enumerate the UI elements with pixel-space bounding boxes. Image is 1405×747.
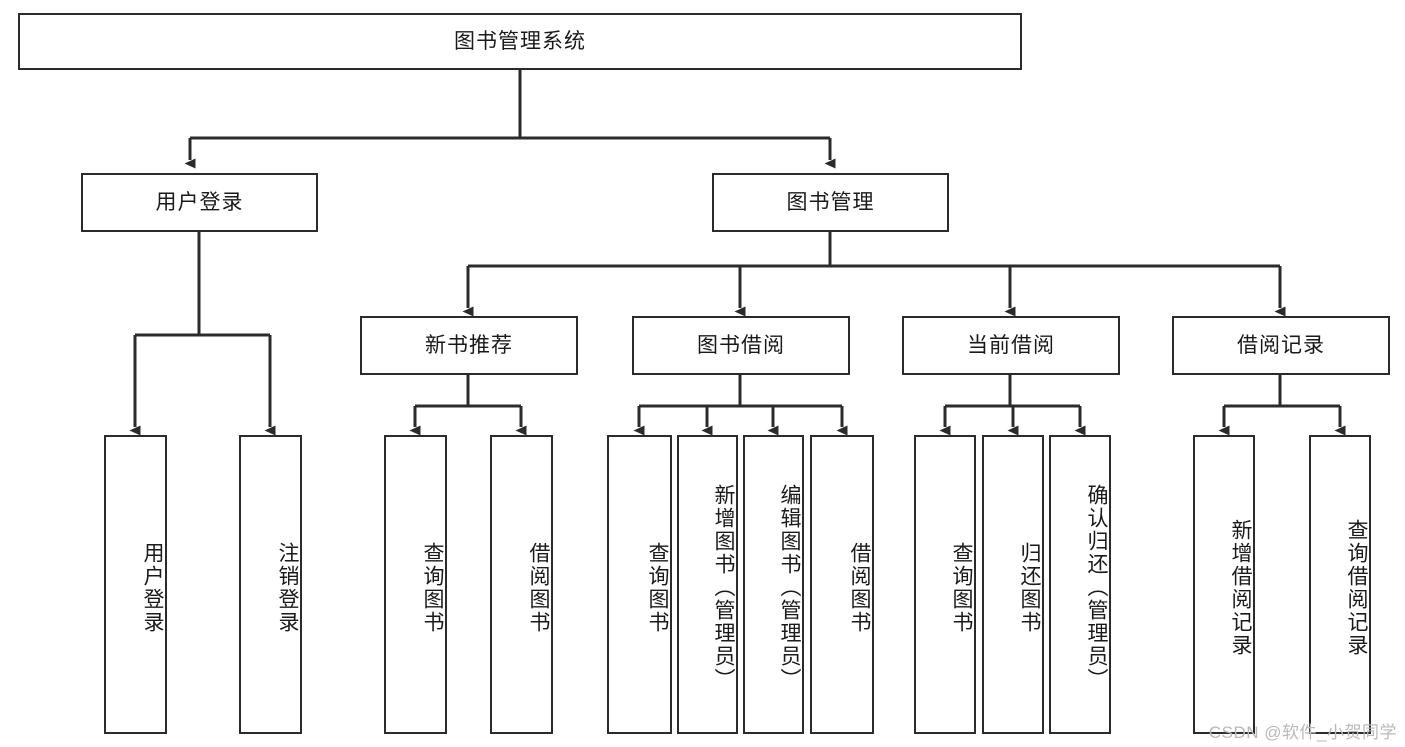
node-label: 注销登录 — [276, 541, 299, 634]
leaf-node-borrow-books-borrowing[interactable]: 借阅图书 — [810, 435, 874, 734]
node-label: 编辑图书（管理员） — [778, 484, 801, 691]
node-label: 查询图书 — [646, 541, 669, 634]
leaf-node-confirm-return-admin[interactable]: 确认归还（管理员） — [1049, 435, 1111, 734]
node-label: 新增图书（管理员） — [712, 484, 735, 691]
node-label: 图书管理系统 — [454, 29, 586, 53]
leaf-node-query-books-borrowing[interactable]: 查询图书 — [607, 435, 672, 734]
node-label: 借阅图书 — [527, 541, 550, 634]
leaf-node-add-book-admin[interactable]: 新增图书（管理员） — [677, 435, 738, 734]
node-label: 当前借阅 — [967, 333, 1055, 357]
node-label: 查询图书 — [421, 541, 444, 634]
node-label: 图书管理 — [786, 190, 875, 214]
leaf-node-return-books[interactable]: 归还图书 — [982, 435, 1044, 734]
leaf-node-query-books-recommendation[interactable]: 查询图书 — [384, 435, 447, 734]
leaf-node-user-login[interactable]: 用户登录 — [104, 435, 167, 734]
node-label: 确认归还（管理员） — [1085, 484, 1108, 691]
node-current-borrowing[interactable]: 当前借阅 — [902, 316, 1120, 375]
node-borrowing-records[interactable]: 借阅记录 — [1172, 316, 1390, 375]
leaf-node-borrow-books-recommendation[interactable]: 借阅图书 — [490, 435, 553, 734]
node-label: 查询图书 — [950, 541, 973, 634]
node-label: 借阅图书 — [848, 541, 871, 634]
node-label: 图书借阅 — [697, 333, 785, 357]
leaf-node-query-books-current[interactable]: 查询图书 — [914, 435, 976, 734]
node-book-management[interactable]: 图书管理 — [712, 173, 949, 232]
node-label: 借阅记录 — [1237, 333, 1325, 357]
node-label: 归还图书 — [1018, 541, 1041, 634]
node-label: 新书推荐 — [425, 333, 513, 357]
node-label: 查询借阅记录 — [1345, 518, 1368, 657]
node-label: 用户登录 — [141, 541, 164, 634]
node-label: 用户登录 — [155, 190, 244, 214]
leaf-node-query-borrowing-record[interactable]: 查询借阅记录 — [1309, 435, 1371, 734]
leaf-node-logout[interactable]: 注销登录 — [239, 435, 302, 734]
leaf-node-add-borrowing-record[interactable]: 新增借阅记录 — [1193, 435, 1255, 734]
node-book-borrowing[interactable]: 图书借阅 — [632, 316, 850, 375]
node-new-book-recommendation[interactable]: 新书推荐 — [360, 316, 578, 375]
node-label: 新增借阅记录 — [1229, 518, 1252, 657]
leaf-node-edit-book-admin[interactable]: 编辑图书（管理员） — [743, 435, 804, 734]
node-user-login[interactable]: 用户登录 — [81, 173, 318, 232]
node-root-book-management-system[interactable]: 图书管理系统 — [18, 13, 1022, 70]
